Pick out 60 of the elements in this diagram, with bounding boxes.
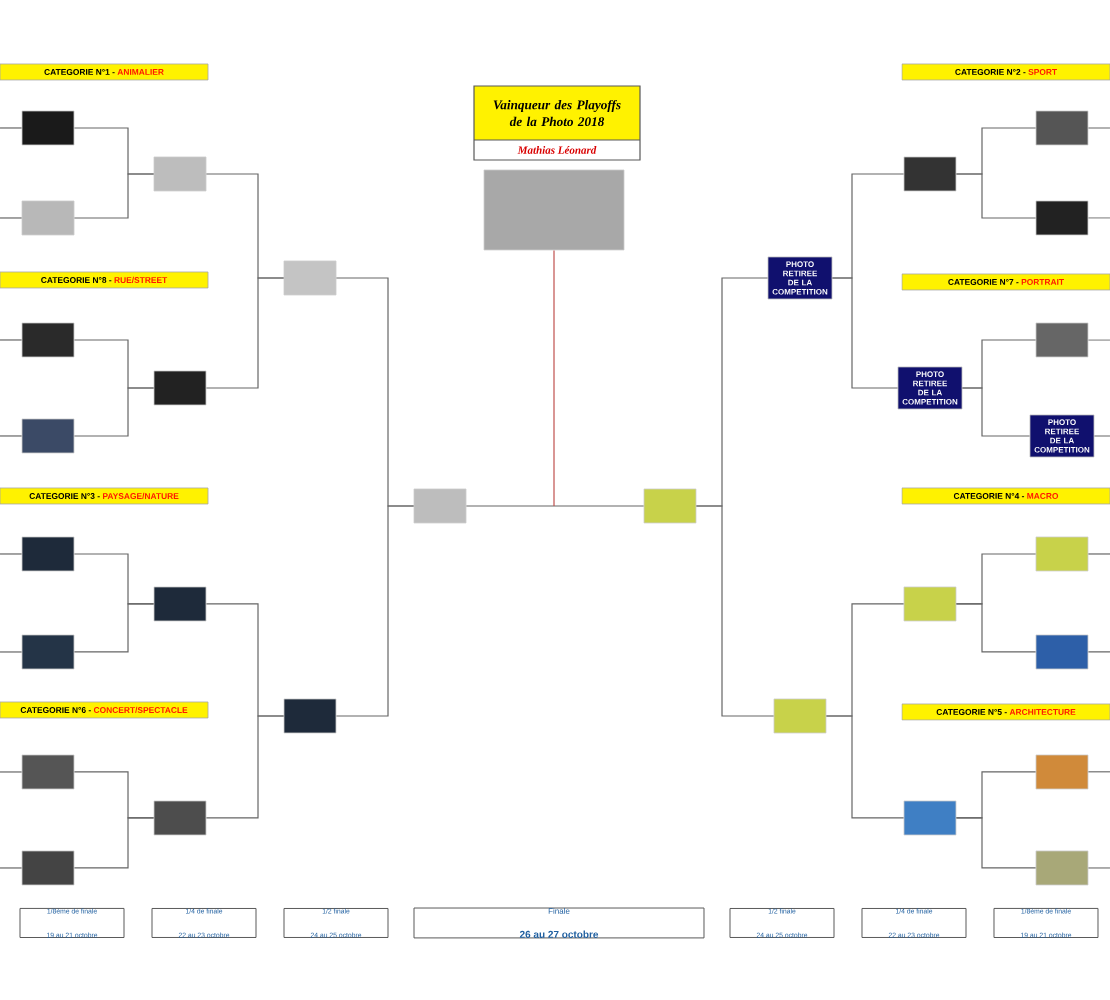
photo-thumbnail <box>21 418 75 454</box>
bracket-line <box>0 867 23 869</box>
photo-thumbnail <box>153 800 207 836</box>
bracket-line <box>73 817 155 869</box>
photo-thumbnail <box>21 200 75 236</box>
bracket-line <box>1087 771 1110 773</box>
bracket-line <box>465 505 645 507</box>
bracket-line <box>0 339 23 341</box>
winner-photo <box>483 169 625 251</box>
photo-thumbnail <box>413 488 467 524</box>
bracket-line <box>1087 339 1110 341</box>
bracket-line <box>1093 435 1110 437</box>
photo-thumbnail <box>1035 754 1089 790</box>
photo-thumbnail <box>1035 536 1089 572</box>
photo-thumbnail <box>283 698 337 734</box>
photo-thumbnail <box>21 850 75 886</box>
photo-thumbnail <box>1035 110 1089 146</box>
photo-thumbnail <box>21 634 75 670</box>
bracket-line <box>1087 867 1110 869</box>
bracket-line <box>825 715 905 819</box>
photo-thumbnail <box>1035 200 1089 236</box>
bracket-line <box>335 505 415 717</box>
bracket-line <box>0 127 23 129</box>
bracket-line <box>73 387 155 437</box>
bracket-line <box>0 771 23 773</box>
photo-thumbnail <box>773 698 827 734</box>
photo-thumbnail <box>21 110 75 146</box>
bracket-line <box>955 817 1037 869</box>
bracket-line <box>73 603 155 653</box>
bracket-line <box>955 173 1037 219</box>
bracket-line <box>961 387 1031 437</box>
bracket-line <box>0 651 23 653</box>
bracket-line <box>205 277 285 389</box>
bracket-line <box>955 603 1037 653</box>
bracket-line <box>73 173 155 219</box>
bracket-line <box>1087 217 1110 219</box>
photo-thumbnail <box>153 370 207 406</box>
photo-thumbnail <box>153 156 207 192</box>
photo-thumbnail <box>903 586 957 622</box>
bracket-line <box>0 217 23 219</box>
photo-thumbnail <box>21 322 75 358</box>
photo-thumbnail <box>21 754 75 790</box>
bracket-line <box>695 505 775 717</box>
bracket-line <box>0 435 23 437</box>
photo-thumbnail <box>1035 850 1089 886</box>
bracket-line <box>831 277 899 389</box>
bracket-line <box>205 715 285 819</box>
bracket-line <box>0 553 23 555</box>
bracket-line <box>1087 553 1110 555</box>
photo-thumbnail <box>643 488 697 524</box>
photo-thumbnail <box>1035 634 1089 670</box>
bracket-line <box>1087 127 1110 129</box>
photo-thumbnail <box>903 800 957 836</box>
bracket-line <box>553 249 555 507</box>
photo-thumbnail <box>283 260 337 296</box>
photo-thumbnail <box>153 586 207 622</box>
photo-thumbnail <box>21 536 75 572</box>
photo-thumbnail <box>1035 322 1089 358</box>
bracket-line <box>1087 651 1110 653</box>
photo-thumbnail <box>903 156 957 192</box>
